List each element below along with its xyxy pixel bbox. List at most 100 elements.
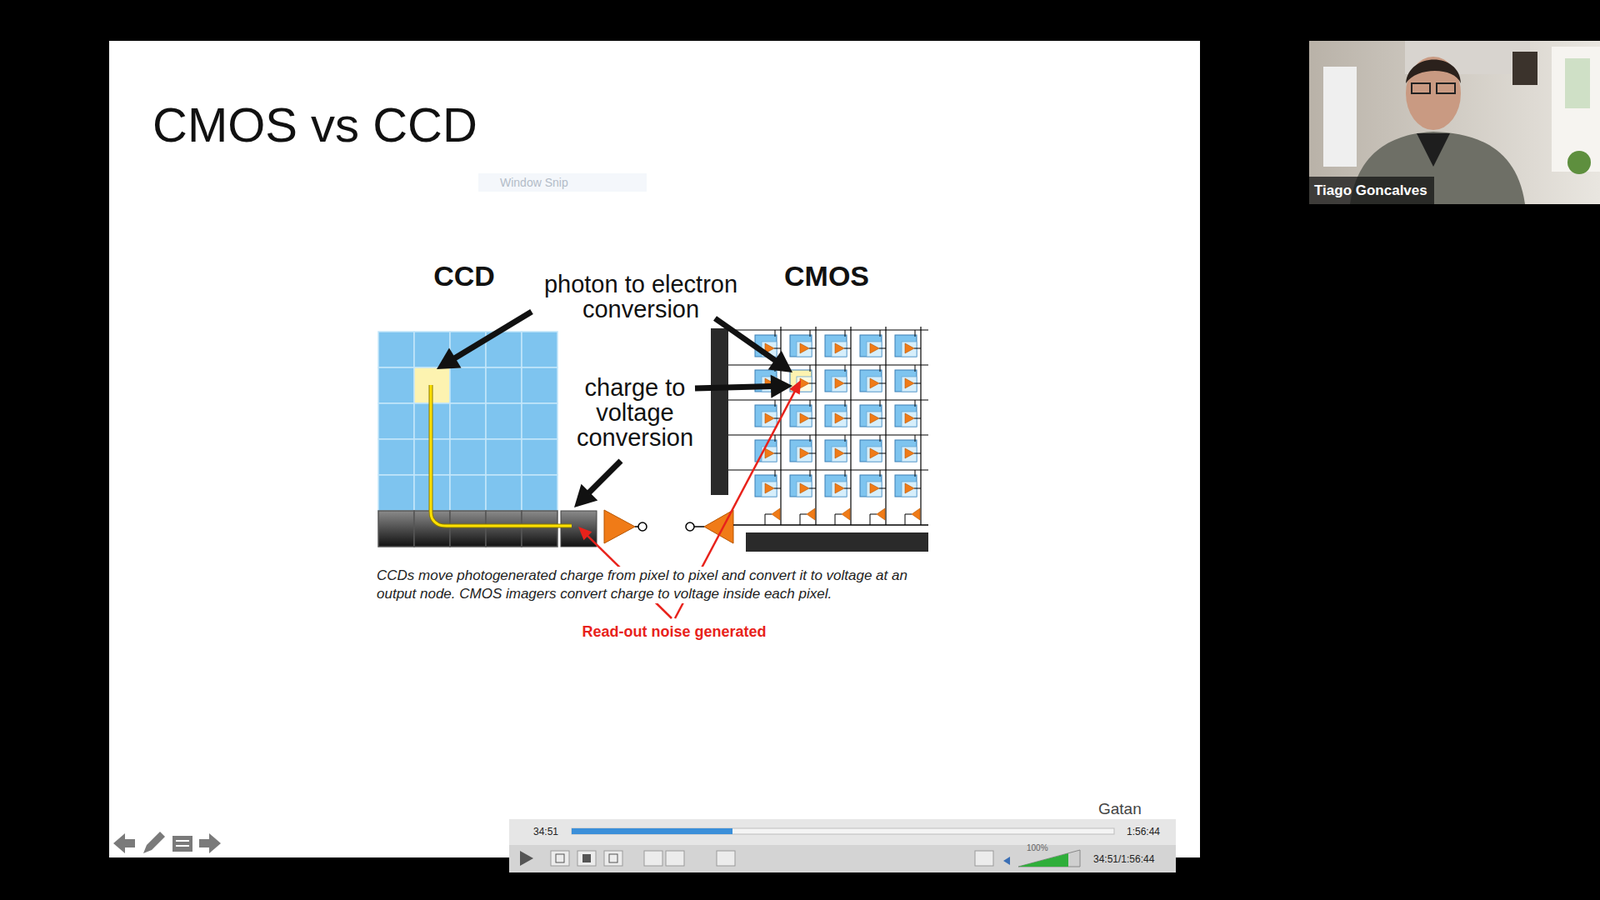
- pixel-amplifier: [905, 413, 915, 424]
- cmos-pixel: [755, 440, 777, 462]
- wire: [844, 453, 851, 455]
- row-wire: [728, 329, 929, 330]
- pixel-well: [901, 411, 917, 427]
- wire: [870, 514, 877, 515]
- wire: [880, 400, 881, 407]
- elapsed-time: 34:51: [533, 825, 559, 838]
- wall-frame: [1512, 51, 1538, 85]
- wire: [914, 418, 921, 420]
- row-wire: [728, 469, 929, 470]
- cmos-pixel: [825, 475, 847, 497]
- ccd-pixel: [450, 403, 486, 440]
- cmos-pixel: [755, 405, 777, 427]
- wire: [879, 488, 886, 490]
- sensor-label: CMOS: [743, 260, 910, 293]
- ccd-readout-register: [521, 510, 558, 547]
- cmos-pixel: [825, 370, 847, 392]
- progress-fill: [571, 828, 733, 835]
- ccd-pixel: [450, 439, 486, 475]
- charge-path: [430, 385, 572, 526]
- pixel-amplifier: [870, 413, 880, 424]
- wire: [810, 400, 811, 407]
- column-wire: [815, 326, 816, 525]
- pixel-well: [831, 481, 847, 497]
- charge-path-outline: [430, 385, 572, 526]
- ccd-output-node: [560, 510, 597, 547]
- wire: [765, 514, 766, 525]
- ccd-pixel: [521, 367, 558, 404]
- wire: [880, 330, 881, 337]
- play-button: [520, 850, 534, 866]
- wire: [844, 418, 851, 420]
- wire: [915, 435, 916, 442]
- slide-title: CMOS vs CCD: [152, 96, 478, 153]
- wire: [845, 400, 846, 407]
- wire: [879, 453, 886, 455]
- pixel-well: [761, 481, 777, 497]
- cmos-pixel: [895, 405, 917, 427]
- column-bus: [733, 524, 929, 526]
- sensor-label: CCD: [380, 260, 548, 293]
- ccd-pixel: [378, 403, 415, 440]
- wire: [845, 330, 846, 337]
- player-controls-bg: [509, 845, 1176, 873]
- cmos-pixel: [895, 440, 917, 462]
- pixel-well: [831, 446, 847, 462]
- wire: [810, 435, 811, 442]
- wire: [800, 514, 807, 515]
- ccd-pixel: [521, 439, 558, 475]
- column-readout-bar: [745, 532, 929, 552]
- menu-line: [175, 845, 190, 847]
- volume-track: [1018, 850, 1080, 867]
- ccd-pixel: [485, 475, 522, 511]
- pixel-well: [901, 481, 917, 497]
- cmos-pixel: [860, 440, 882, 462]
- wire: [809, 383, 816, 385]
- control-button: [550, 850, 570, 866]
- ccd-pixel: [450, 475, 486, 511]
- pixel-amplifier: [835, 343, 845, 354]
- snip-patch: [478, 173, 647, 192]
- ccd-pixel: [450, 367, 486, 404]
- person-head: [1405, 56, 1461, 130]
- watermark: Window Snip: [500, 175, 569, 190]
- cmos-pixel: [825, 335, 847, 357]
- wire: [775, 435, 776, 442]
- callout-arrow-shaft: [695, 386, 773, 389]
- wire: [775, 470, 776, 477]
- pixel-amplifier: [800, 483, 810, 494]
- pixel-amplifier: [765, 483, 775, 494]
- wire: [775, 330, 776, 337]
- pixel-amplifier: [870, 448, 880, 459]
- ccd-readout-register: [485, 510, 522, 547]
- cmos-pixel: [790, 475, 812, 497]
- callout-arrow-head: [768, 350, 793, 373]
- next-icon: [199, 833, 221, 854]
- webcam-background: [1309, 40, 1600, 205]
- pixel-amplifier: [905, 448, 915, 459]
- wire: [845, 435, 846, 442]
- pixel-amplifier: [800, 378, 810, 389]
- wire: [880, 470, 881, 477]
- control-glyph: [582, 854, 591, 863]
- wire: [810, 365, 811, 372]
- row-select-bar: [710, 328, 729, 495]
- pixel-amplifier: [835, 448, 845, 459]
- column-wire: [885, 326, 886, 525]
- wire: [879, 383, 886, 385]
- ccd-pixel: [521, 475, 558, 511]
- column-amplifier: [771, 508, 780, 520]
- pen-icon: [143, 831, 165, 854]
- cmos-pixel: [860, 335, 882, 357]
- wire: [810, 470, 811, 477]
- cmos-pixel: [790, 440, 812, 462]
- wire: [774, 348, 781, 350]
- aspect-button: [975, 850, 994, 866]
- cmos-pixel: [790, 335, 812, 357]
- pixel-amplifier: [870, 483, 880, 494]
- window-view: [1565, 58, 1590, 109]
- row-wire: [728, 399, 929, 400]
- callout-label: charge to voltage conversion: [568, 375, 702, 450]
- pixel-well: [831, 341, 847, 357]
